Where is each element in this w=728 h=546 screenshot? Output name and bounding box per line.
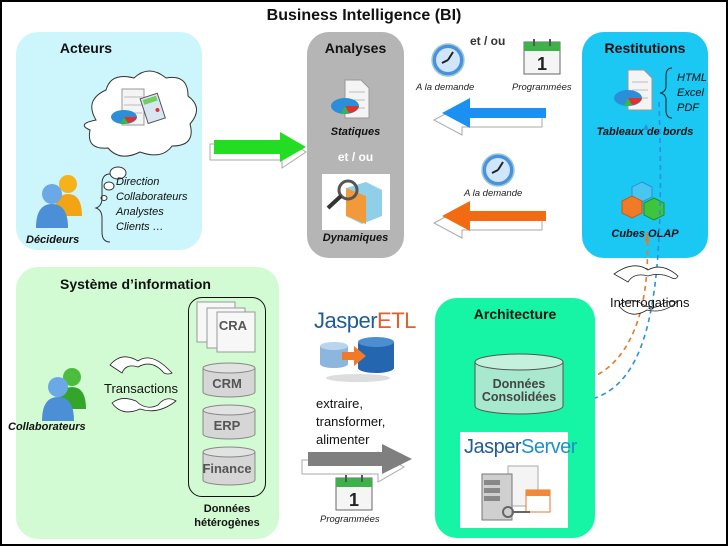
sources-caption: Données hétérogènes	[184, 502, 270, 530]
format-item: HTML	[677, 72, 707, 84]
brace-icon	[94, 173, 111, 243]
format-item: PDF	[677, 102, 699, 114]
flows-separator: et / ou	[470, 34, 506, 48]
jasperserver-box: JasperServer	[460, 432, 577, 528]
etl-schedule-label: Programmées	[320, 514, 380, 525]
role-item: Clients …	[116, 221, 164, 233]
etl-step: extraire,	[316, 396, 363, 411]
sources-container: CRA CRM ERP Finance	[188, 297, 266, 497]
architecture-title: Architecture	[473, 306, 557, 322]
source-finance: Finance	[202, 461, 252, 476]
analyses-panel: Analyses Statiques et / ou Dynamiques	[307, 32, 404, 258]
clock-icon	[481, 153, 515, 187]
db-line2: Consolidées	[481, 390, 557, 404]
acteurs-title: Acteurs	[59, 40, 113, 56]
erp-database-icon	[202, 404, 256, 440]
static-report-icon	[331, 79, 370, 119]
jasper-etl-logo: JasperETL	[314, 308, 416, 334]
arrow-restitutions-to-analyses-blue	[432, 98, 546, 136]
arrow-olap-to-analyses-orange	[432, 201, 546, 239]
svg-text:1: 1	[349, 490, 359, 510]
consolidated-db-label: Données Consolidées	[473, 378, 565, 404]
scheduled-label: Programmées	[512, 82, 572, 93]
statiques-label: Statiques	[330, 126, 381, 138]
source-cra: CRA	[218, 318, 248, 333]
arrow-acteurs-to-analyses	[209, 132, 307, 169]
source-crm: CRM	[212, 376, 242, 391]
clock-icon	[431, 43, 465, 77]
calendar-icon: 1	[335, 475, 373, 511]
role-item: Collaborateurs	[116, 191, 188, 203]
collaborators-icon	[42, 368, 86, 421]
olap-label: Cubes OLAP	[611, 228, 679, 240]
jasperserver-logo: JasperServer	[464, 436, 577, 459]
etl-steps: extraire, transformer, alimenter	[316, 395, 385, 449]
dynamic-analysis-icon	[322, 174, 390, 230]
dashboard-report-icon	[614, 69, 653, 111]
dynamiques-label: Dynamiques	[322, 232, 389, 244]
cra-documents-icon	[196, 301, 256, 353]
jasperserver-brand-b: Server	[521, 436, 577, 458]
diagram-title: Business Intelligence (BI)	[266, 7, 462, 24]
source-erp: ERP	[213, 418, 241, 433]
decideurs-label: Décideurs	[26, 234, 80, 246]
transactions-label: Transactions	[104, 381, 178, 396]
etl-step: alimenter	[316, 432, 370, 447]
dashboards-label: Tableaux de bords	[596, 126, 694, 138]
report-icon	[111, 88, 166, 126]
analyses-separator: et / ou	[337, 150, 374, 164]
interrogations-label: Interrogations	[610, 295, 690, 310]
architecture-panel: Architecture Données Consolidées JasperS…	[435, 298, 595, 538]
on-demand-label: A la demande	[416, 82, 475, 93]
role-item: Analystes	[116, 206, 164, 218]
olap-cubes-icon	[621, 181, 665, 221]
etl-icon	[320, 337, 394, 382]
analyses-title: Analyses	[324, 40, 387, 56]
finance-database-icon	[202, 446, 256, 486]
sources-caption-line1: Données	[203, 503, 251, 515]
jasper-etl-brand-a: Jasper	[314, 308, 378, 333]
format-item: Excel	[677, 87, 704, 99]
collaborateurs-label: Collaborateurs	[8, 421, 86, 433]
restitutions-panel: Restitutions HTML Excel PDF Tableaux de …	[582, 32, 708, 258]
brace-icon	[659, 67, 673, 119]
calendar-icon: 1	[523, 39, 561, 75]
systeme-panel: Système d’information Collaborateurs Tra…	[8, 267, 279, 539]
systeme-title: Système d’information	[60, 276, 211, 292]
consolidated-database-icon	[474, 353, 564, 415]
db-line1: Données	[492, 377, 546, 391]
acteurs-panel: Acteurs Décideurs Direction Colla	[16, 32, 202, 250]
on-demand-label-2: A la demande	[464, 188, 523, 199]
sources-caption-line2: hétérogènes	[194, 517, 260, 529]
jasperserver-brand-a: Jasper	[464, 436, 522, 458]
crm-database-icon	[202, 362, 256, 398]
role-item: Direction	[116, 176, 160, 188]
restitutions-title: Restitutions	[604, 40, 686, 56]
users-icon	[36, 175, 82, 228]
svg-text:1: 1	[537, 54, 547, 74]
jasper-etl-brand-b: ETL	[377, 308, 416, 333]
server-icon	[481, 465, 551, 521]
arrow-sources-to-architecture-gray	[301, 444, 412, 483]
etl-step: transformer,	[316, 414, 386, 429]
transactions-arrows-icon	[109, 356, 177, 413]
